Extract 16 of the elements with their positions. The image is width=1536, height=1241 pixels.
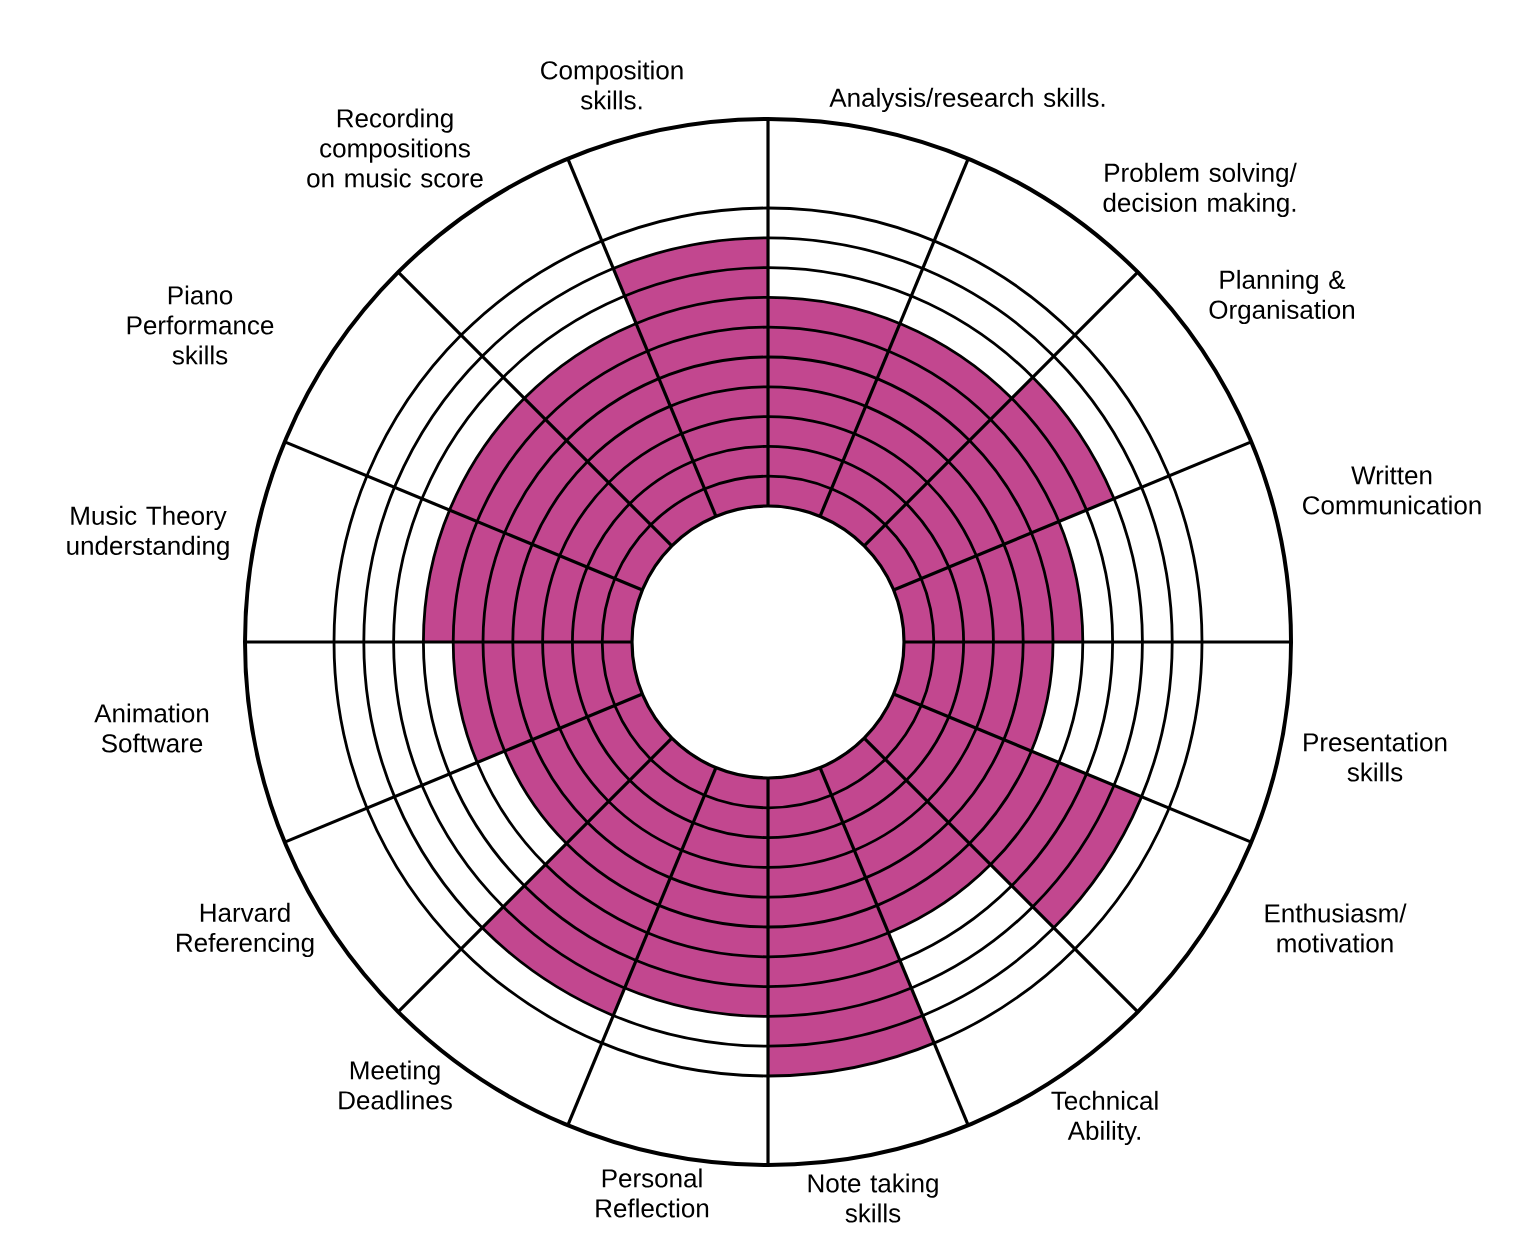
sector-label: Technical Ability. [1051, 1090, 1158, 1146]
sector-label: Music Theory understanding [67, 505, 229, 561]
sector-label: Meeting Deadlines [339, 1060, 452, 1110]
sector-label: Composition skills. [541, 60, 683, 110]
sector-label: Animation Software [94, 703, 209, 753]
sector-label: Harvard Referencing [177, 902, 314, 958]
sector-label: Analysis/research skills. [829, 87, 1105, 113]
sector-label: Planning & Organisation [1209, 269, 1354, 325]
sector-label: Problem solving/ decision making. [1103, 162, 1297, 218]
sector-label: Written Communication [1303, 465, 1481, 515]
sector-label: Personal Reflection [596, 1168, 709, 1218]
sector-label: Note taking skills [808, 1173, 938, 1223]
sector-label: Presentation skills [1304, 732, 1447, 782]
sector-label: Enthusiasm/ motivation [1265, 903, 1407, 953]
sector-label: Piano Performance skills [127, 285, 274, 365]
sector-label: Recording compositions on music score [307, 108, 483, 188]
